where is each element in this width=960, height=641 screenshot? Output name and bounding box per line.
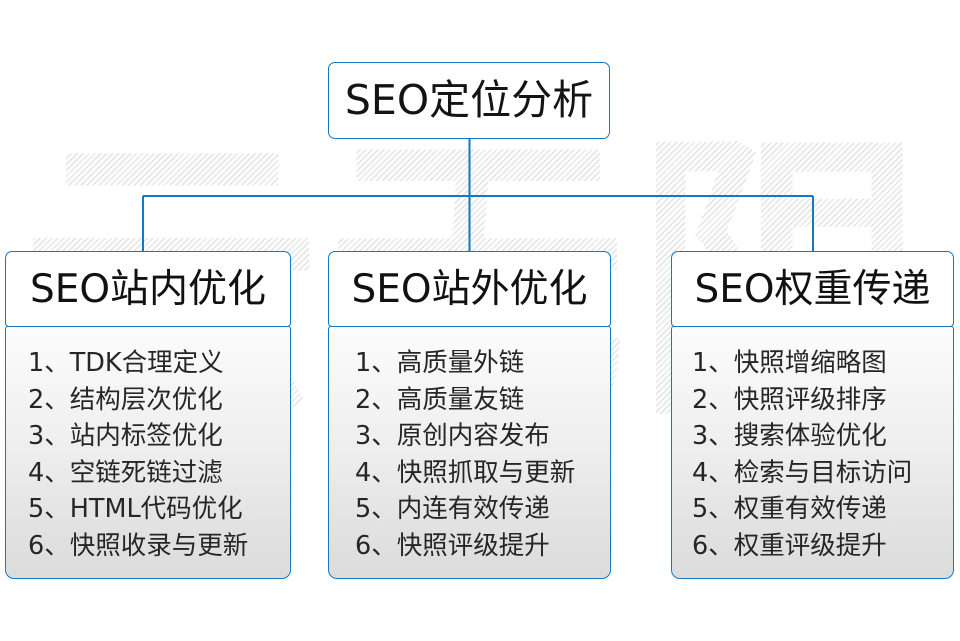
list-item: 3、站内标签优化: [28, 421, 223, 451]
root-node[interactable]: SEO定位分析: [328, 62, 610, 139]
list-item: 1、快照增缩略图: [692, 348, 887, 378]
column-list-2: 1、快照增缩略图 2、快照评级排序 3、搜索体验优化 4、检索与目标访问 5、权…: [672, 345, 953, 564]
column-body-2: 1、快照增缩略图 2、快照评级排序 3、搜索体验优化 4、检索与目标访问 5、权…: [671, 326, 954, 579]
list-item: 6、权重评级提升: [692, 530, 887, 561]
column-title-2: SEO权重传递: [694, 266, 931, 312]
list-item: 2、高质量友链: [355, 384, 525, 415]
column-seo-onsite: SEO站内优化 1、TDK合理定义 2、结构层次优化 3、站内标签优化 4、空链…: [5, 251, 291, 579]
column-list-0: 1、TDK合理定义 2、结构层次优化 3、站内标签优化 4、空链死链过滤 5、H…: [6, 345, 290, 564]
column-body-1: 1、高质量外链 2、高质量友链 3、原创内容发布 4、快照抓取与更新 5、内连有…: [328, 326, 611, 579]
column-header-0[interactable]: SEO站内优化: [5, 251, 291, 327]
column-seo-offsite: SEO站外优化 1、高质量外链 2、高质量友链 3、原创内容发布 4、快照抓取与…: [328, 251, 611, 579]
list-item: 4、快照抓取与更新: [355, 457, 576, 488]
column-header-1[interactable]: SEO站外优化: [328, 251, 611, 327]
column-title-0: SEO站内优化: [29, 266, 267, 312]
column-header-2[interactable]: SEO权重传递: [671, 251, 954, 327]
list-item: 2、快照评级排序: [692, 384, 887, 415]
list-item: 3、原创内容发布: [355, 421, 550, 451]
list-item: 1、高质量外链: [355, 348, 525, 378]
list-item: 3、搜索体验优化: [692, 421, 887, 451]
column-body-0: 1、TDK合理定义 2、结构层次优化 3、站内标签优化 4、空链死链过滤 5、H…: [5, 326, 291, 579]
list-item: 6、快照评级提升: [355, 530, 550, 561]
list-item: 4、空链死链过滤: [28, 457, 223, 488]
list-item: 4、检索与目标访问: [692, 457, 913, 488]
list-item: 1、TDK合理定义: [28, 348, 224, 378]
list-item: 2、结构层次优化: [28, 384, 223, 415]
list-item: 5、权重有效传递: [692, 494, 887, 524]
list-item: 5、HTML代码优化: [28, 494, 243, 524]
root-node-label: SEO定位分析: [344, 76, 594, 124]
column-seo-weight-transfer: SEO权重传递 1、快照增缩略图 2、快照评级排序 3、搜索体验优化 4、检索与…: [671, 251, 954, 579]
list-item: 6、快照收录与更新: [28, 530, 249, 561]
column-list-1: 1、高质量外链 2、高质量友链 3、原创内容发布 4、快照抓取与更新 5、内连有…: [329, 345, 610, 564]
list-item: 5、内连有效传递: [355, 494, 550, 524]
column-title-1: SEO站外优化: [351, 266, 588, 312]
